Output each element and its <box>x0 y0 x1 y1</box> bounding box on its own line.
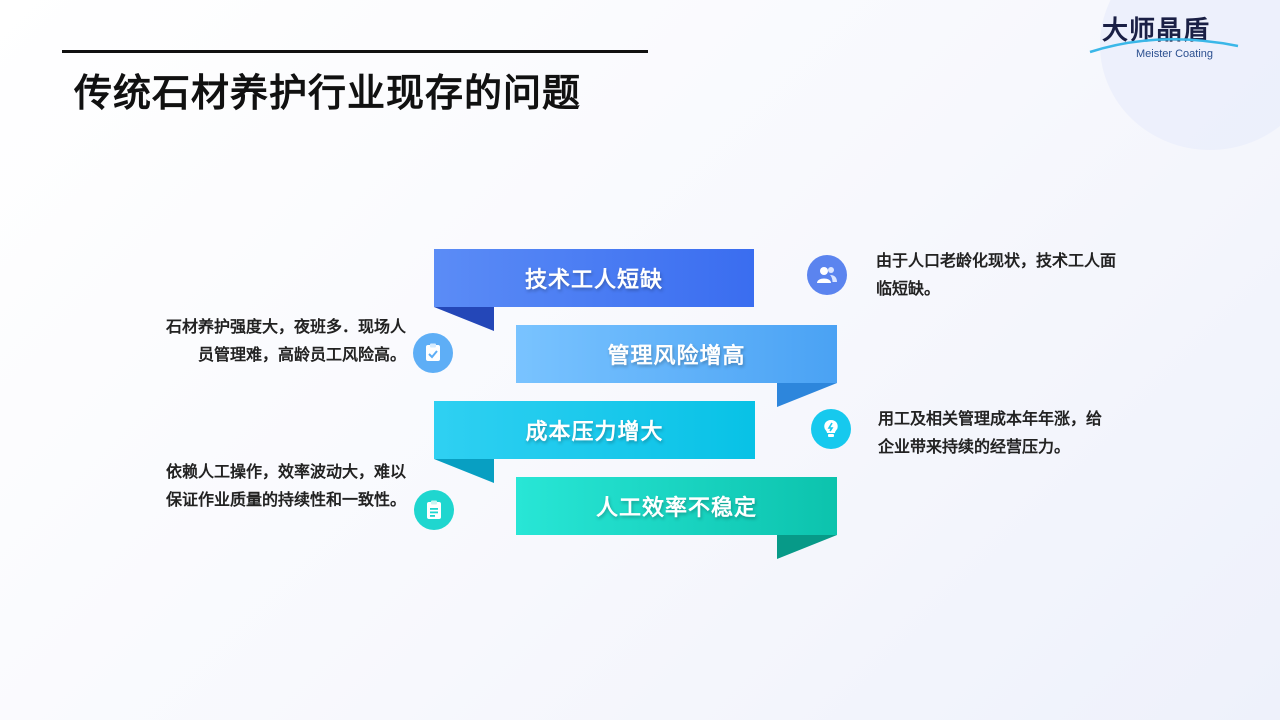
ribbon-fold <box>434 307 494 331</box>
title-rule <box>62 50 648 53</box>
ribbon-label: 成本压力增大 <box>525 420 664 445</box>
lightbulb-icon <box>811 409 851 449</box>
description-technical-workers: 由于人口老龄化现状，技术工人面临短缺。 <box>876 251 1117 298</box>
users-icon <box>807 255 847 295</box>
description-management-risk: 石材养护强度大，夜班多．现场人员管理难，高龄员工风险高。 <box>165 317 406 364</box>
ribbon-label: 技术工人短缺 <box>524 268 663 293</box>
checklist-icon <box>413 333 453 373</box>
logo-name-en: Meister Coating <box>1136 48 1214 60</box>
clipboard-icon <box>414 490 454 530</box>
ribbon-labor-efficiency: 人工效率不稳定 <box>516 477 837 535</box>
ribbon-fold <box>777 383 837 407</box>
ribbon-management-risk: 管理风险增高 <box>516 325 837 383</box>
ribbon-label: 人工效率不稳定 <box>595 496 757 521</box>
ribbon-fold <box>777 535 837 559</box>
ribbon-label: 管理风险增高 <box>607 344 746 369</box>
description-cost-pressure: 用工及相关管理成本年年涨，给企业带来持续的经营压力。 <box>878 409 1103 456</box>
company-logo: 大师晶盾 Meister Coating <box>1088 8 1248 70</box>
ribbon-fold <box>434 459 494 483</box>
description-labor-efficiency: 依赖人工操作，效率波动大，难以保证作业质量的持续性和一致性。 <box>165 462 406 509</box>
logo-swoosh-icon <box>1089 38 1239 54</box>
page-title: 传统石材养护行业现存的问题 <box>74 70 582 115</box>
ribbon-technical-workers: 技术工人短缺 <box>434 249 754 307</box>
ribbon-cost-pressure: 成本压力增大 <box>434 401 755 459</box>
